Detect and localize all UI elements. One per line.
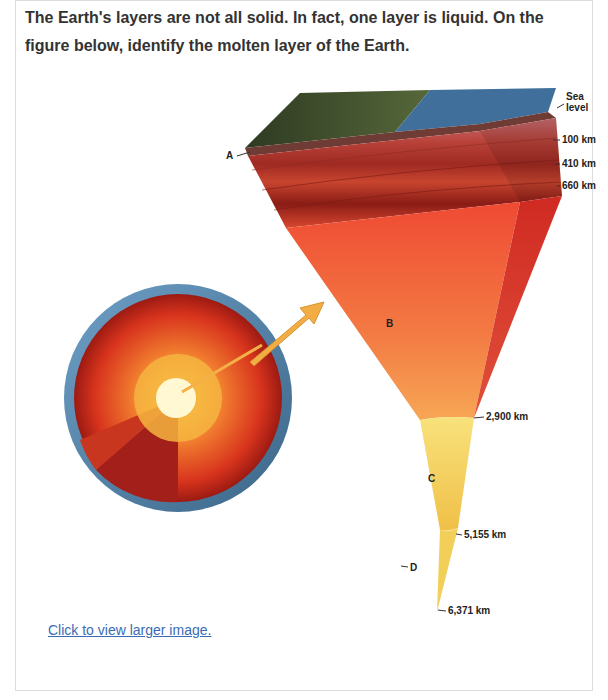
depth-label: 660 km xyxy=(562,180,596,191)
layer-letter: D xyxy=(410,562,417,573)
layer-letter: C xyxy=(428,473,435,484)
depth-label: 100 km xyxy=(562,134,596,145)
layer-letter: A xyxy=(226,150,233,161)
depth-label: Sea level xyxy=(566,91,600,113)
layer-letter: B xyxy=(386,318,393,329)
depth-label: 5,155 km xyxy=(464,529,506,540)
depth-label: 6,371 km xyxy=(448,605,490,616)
question-text: The Earth's layers are not all solid. In… xyxy=(25,4,585,60)
image-link: Click to view larger image. xyxy=(48,622,211,638)
depth-label: 2,900 km xyxy=(486,411,528,422)
depth-label: 410 km xyxy=(562,158,596,169)
